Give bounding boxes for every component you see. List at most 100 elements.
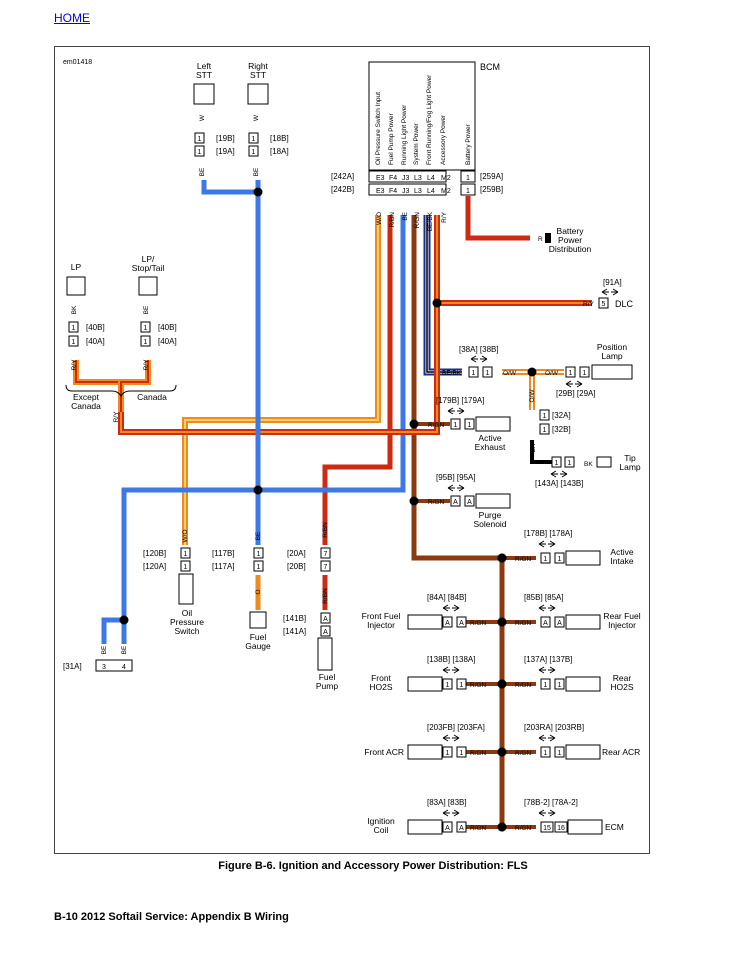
wo-wire bbox=[182, 215, 381, 545]
bcm-title: BCM bbox=[480, 62, 500, 72]
fuel-pump-pin-20a-label: 7 bbox=[324, 551, 328, 558]
region-canada: Canada bbox=[137, 392, 167, 402]
left-load-front-ho2s-pin-b-label: 1 bbox=[460, 682, 464, 689]
fuel-pump-label: Pump bbox=[316, 681, 338, 691]
dlc-wire: R/Y bbox=[583, 301, 595, 308]
left-load-front-acr-pin-b-label: 1 bbox=[460, 750, 464, 757]
stt-left-body bbox=[193, 83, 215, 105]
purge-pin-a bbox=[450, 495, 461, 507]
battery-label: Power bbox=[558, 235, 582, 245]
left-load-front-fuel-injector-conn: [84A] [84B] bbox=[427, 593, 467, 602]
bcm-wire-color: R/BN bbox=[389, 212, 396, 228]
right-load-rear-ho2s-wire: R/GN bbox=[515, 682, 532, 689]
stt-right-label: Right bbox=[248, 61, 268, 71]
bcm-conn-b: [242B] bbox=[331, 185, 354, 194]
left-load-front-ho2s-body bbox=[407, 676, 443, 692]
home-link[interactable]: HOME bbox=[54, 11, 90, 25]
page-footer: B-10 2012 Softail Service: Appendix B Wi… bbox=[54, 911, 289, 923]
left-load-front-ho2s-label: Front bbox=[371, 673, 391, 683]
bcm-pin-label: M2 bbox=[441, 175, 451, 182]
bcm-wire-color: R/Y bbox=[441, 211, 448, 223]
fuel-pump-pin-141a-label: A bbox=[323, 629, 328, 636]
position-pin-32b bbox=[539, 423, 550, 435]
fuel-gauge-wire-top: BE bbox=[255, 531, 262, 540]
purge-wire: R/GN bbox=[428, 499, 445, 506]
lpst-ry-drop-stripe bbox=[120, 360, 149, 412]
purge-pin-b-label: A bbox=[467, 499, 472, 506]
left-load-front-ho2s-wire: R/GN bbox=[470, 682, 487, 689]
right-load-ecm-conn: [78B-2] [78A-2] bbox=[524, 798, 578, 807]
fuel-gauge-pin-b bbox=[253, 547, 264, 559]
right-load-rear-fuel-injector-label: Rear Fuel bbox=[603, 611, 640, 621]
ground-conn: [31A] bbox=[63, 662, 82, 671]
bcm-batt-conn-b: [259B] bbox=[480, 185, 503, 194]
bcm-conn-a: [242A] bbox=[331, 172, 354, 181]
ground-31a-wire bbox=[101, 617, 127, 644]
bcm-wire-color: BE/BK bbox=[427, 211, 434, 231]
position-conn-32a: [32A] bbox=[552, 411, 571, 420]
stt-left-pin-b-label: 1 bbox=[198, 136, 202, 143]
bcm-pin-label: F4 bbox=[389, 175, 397, 182]
right-load-active-intake-arrows bbox=[538, 540, 556, 548]
lp-body bbox=[66, 276, 86, 296]
bcm-pin-label: M2 bbox=[441, 188, 451, 195]
bcm-box bbox=[368, 61, 476, 171]
position-pin-32a bbox=[539, 409, 550, 421]
figure-caption: Figure B-6. Ignition and Accessory Power… bbox=[218, 860, 528, 872]
right-load-ecm-label: ECM bbox=[605, 822, 624, 832]
tip-pin-b bbox=[564, 456, 575, 468]
right-load-active-intake-label: Intake bbox=[610, 556, 633, 566]
right-load-rear-ho2s-conn: [137A] [137B] bbox=[524, 655, 572, 664]
stt-left-pin-a bbox=[194, 145, 205, 157]
stt-right-pin-a-label: 1 bbox=[252, 149, 256, 156]
left-load-front-fuel-injector-label: Front Fuel bbox=[362, 611, 401, 621]
lp-label: LP bbox=[71, 262, 82, 272]
right-load-rear-acr-pin-a bbox=[540, 746, 551, 758]
left-load-ignition-coil-label: Ignition bbox=[367, 816, 395, 826]
bcm-pin-function: Oil Pressure Switch Input bbox=[375, 92, 382, 165]
tip-pin-a-label: 1 bbox=[555, 460, 559, 467]
tip-bk-wire bbox=[530, 440, 560, 464]
splice-dot bbox=[432, 298, 442, 308]
stt-left-wire-bottom: BE bbox=[199, 167, 206, 176]
position-conn-32b: [32B] bbox=[552, 425, 571, 434]
bcm-pin-label: L3 bbox=[414, 188, 422, 195]
bcm-batt-conn-a: [259A] bbox=[480, 172, 503, 181]
bcm-pin-label: L3 bbox=[414, 175, 422, 182]
left-load-front-fuel-injector-pin-a-label: A bbox=[445, 620, 450, 627]
fuel-pump-pin-141b-label: A bbox=[323, 616, 328, 623]
left-load-front-ho2s-pin-a-label: 1 bbox=[446, 682, 450, 689]
right-load-ecm-wire: R/GN bbox=[515, 825, 532, 832]
splice-dot bbox=[497, 679, 507, 689]
purge-pin-a-label: A bbox=[453, 499, 458, 506]
battery-label: Distribution bbox=[549, 244, 592, 254]
splice-dot bbox=[497, 747, 507, 757]
right-load-rear-acr-arrows bbox=[538, 734, 556, 742]
fuel-gauge-body bbox=[249, 611, 267, 629]
region-except: Except bbox=[73, 392, 100, 402]
right-load-rear-acr-body bbox=[565, 744, 601, 760]
stt-left-conn-a: [19A] bbox=[216, 147, 235, 156]
right-load-ecm-pin-a bbox=[540, 821, 554, 833]
fuel-gauge-conn-a: [117A] bbox=[212, 562, 235, 571]
left-load-front-acr-wire: R/GN bbox=[470, 750, 487, 757]
right-load-ecm-pin-b bbox=[554, 821, 568, 833]
position-pin-b bbox=[482, 366, 493, 378]
right-load-rear-fuel-injector-pin-b bbox=[554, 616, 565, 628]
stt-right-wire-top: W bbox=[253, 114, 260, 121]
splice-dot bbox=[253, 187, 263, 197]
right-load-ecm-pin-a-label: 15 bbox=[543, 825, 551, 832]
stt-right-pin-a bbox=[248, 145, 259, 157]
stt-right-body bbox=[247, 83, 269, 105]
left-load-front-fuel-injector-body bbox=[407, 614, 443, 630]
right-load-ecm-body bbox=[567, 819, 603, 835]
right-load-rear-ho2s-body bbox=[565, 676, 601, 692]
fuel-gauge-label: Fuel bbox=[250, 632, 267, 642]
right-load-active-intake-pin-a-label: 1 bbox=[544, 556, 548, 563]
right-load-rear-ho2s-label: Rear bbox=[613, 673, 632, 683]
dlc-conn: [91A] bbox=[603, 278, 622, 287]
position-wire-down: O/W bbox=[529, 389, 536, 403]
bcm-wire-color: W/O bbox=[376, 212, 383, 225]
stt-left-wire-top: W bbox=[199, 114, 206, 121]
